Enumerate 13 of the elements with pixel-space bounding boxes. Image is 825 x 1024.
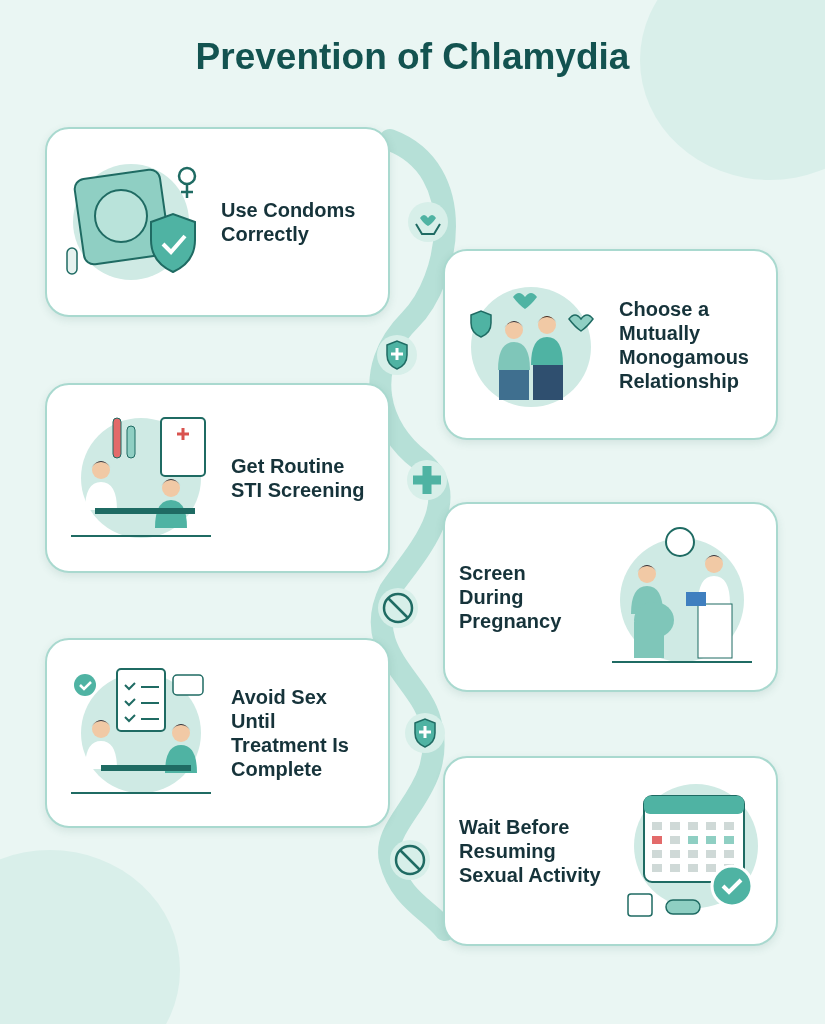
- step-card: [443, 502, 778, 692]
- step-label: Get Routine STI Screening: [231, 454, 366, 502]
- step-label: Use Condoms Correctly: [221, 198, 357, 246]
- step-card: [443, 249, 778, 440]
- step-card: [45, 127, 390, 317]
- title: Prevention of Chlamydia: [194, 36, 631, 78]
- step-label: Choose a Mutually Monogamous Relationship: [619, 296, 750, 393]
- step-card: [45, 638, 390, 828]
- step-card: [443, 756, 778, 946]
- step-label: Screen During Pregnancy: [459, 561, 563, 633]
- step-card: [45, 383, 390, 573]
- step-label: Avoid Sex Until Treatment Is Complete: [231, 685, 350, 781]
- step-label: Wait Before Resuming Sexual Activity: [459, 815, 602, 887]
